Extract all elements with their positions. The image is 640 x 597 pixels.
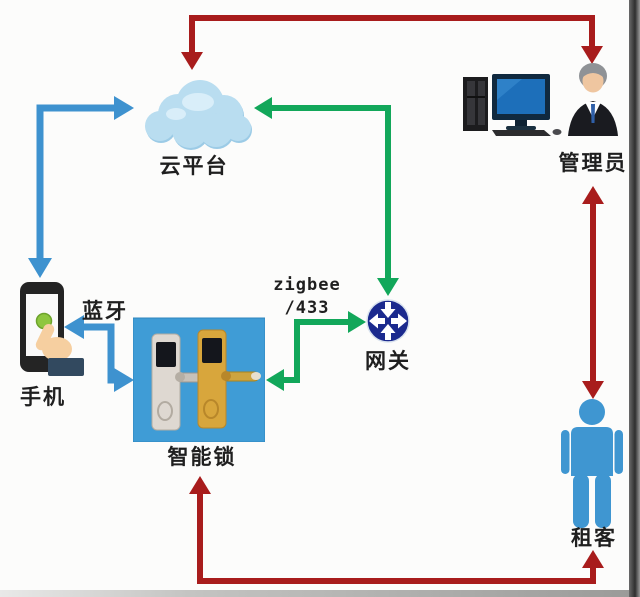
zigbee-line2: /433 [284,298,330,318]
arrowhead-into-admin [581,46,603,64]
gateway-router-icon [366,299,410,343]
zigbee-line1: zigbee [273,275,341,295]
silver-lock-icon [151,333,206,431]
right-frame-border [629,0,640,597]
arrowhead-into-tenant [582,381,604,399]
gateway-label: 网关 [365,349,411,373]
tenant-person-icon [561,399,623,528]
arrowhead-into-cloud [114,96,134,120]
admin-person-icon [568,63,618,136]
bluetooth-edge-label: 蓝牙 [82,299,128,323]
touch-hand-icon [35,323,84,376]
tenant-label: 租客 [571,526,617,550]
admin-label: 管理员 [558,151,628,175]
connector-admin-tenant [582,186,604,399]
connector-gateway-lock [266,311,366,391]
zigbee-433-edge-label: zigbee /433 [257,274,357,320]
connector-phone-cloud [28,96,134,278]
cloud-label: 云平台 [159,154,229,178]
arrowhead-into-lock [266,369,284,391]
bottom-frame-border [0,590,629,597]
smart-lock-image [133,317,265,442]
arrowhead-into-cloud [181,52,203,70]
arrowhead-into-phone [28,258,52,278]
gold-lock-icon [197,329,261,429]
connector-cloud-gateway [254,97,399,296]
arrowhead-into-gateway [377,278,399,296]
arrowhead-into-tenant [582,550,604,568]
admin-computer-icon [463,74,562,136]
smartphone-icon [20,282,84,376]
smart-lock-label: 智能锁 [167,445,237,469]
connector-cloud-admin [181,15,603,70]
arrowhead-into-lock [189,476,211,494]
arrowhead-into-gateway [348,311,366,333]
arrowhead-into-phone [64,315,84,339]
cloud-icon [145,80,252,150]
connector-phone-lock [64,315,134,392]
phone-label: 手机 [20,385,66,409]
arrowhead-into-lock [114,368,134,392]
connector-tenant-lock [189,476,604,584]
arrowhead-into-cloud [254,97,272,119]
arrowhead-into-admin [582,186,604,204]
